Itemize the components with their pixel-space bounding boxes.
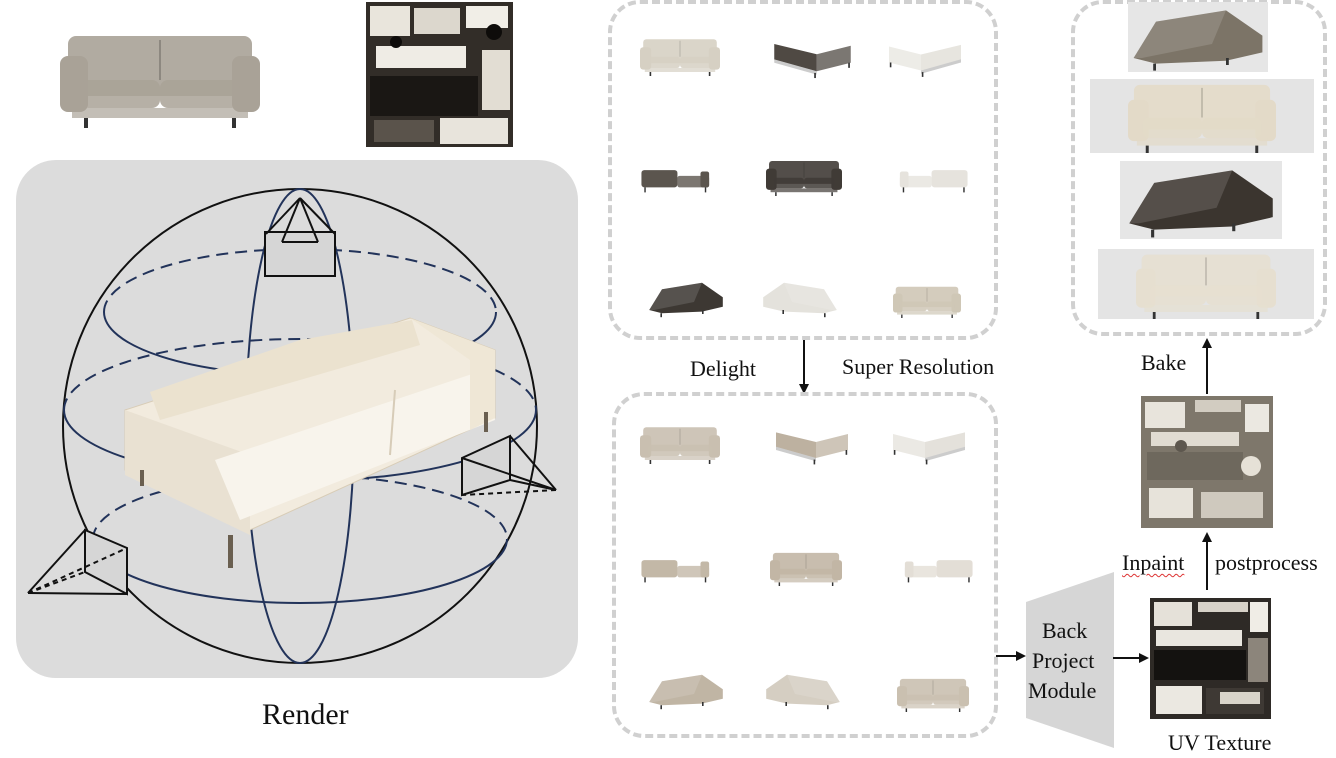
raw-multiview-panel [608, 0, 998, 340]
view-angled-white-2 [889, 424, 969, 468]
view-front-dark [754, 158, 854, 196]
uv-texture-label: UV Texture [1168, 730, 1272, 755]
baked-view-front-cream-2 [1098, 249, 1314, 319]
camera-right-icon [461, 434, 557, 497]
view-angled-beige [772, 424, 852, 468]
arrow-delight-down [799, 340, 809, 394]
back-project-label-line3: Module [1028, 678, 1097, 703]
view-angled-white [885, 36, 965, 81]
arrow-inpaint-up [1202, 532, 1212, 590]
baked-view-front-cream [1090, 79, 1314, 153]
input-uv-texture [366, 2, 513, 147]
view-angled-dark [770, 36, 855, 81]
back-project-module-shape [1026, 572, 1114, 748]
view-side-dark [636, 160, 716, 196]
render-sofa [124, 317, 496, 568]
baked-view-under-dark [1120, 161, 1282, 239]
delight-label: Delight [690, 356, 756, 381]
render-label: Render [262, 698, 349, 731]
back-project-label-line1: Back [1042, 618, 1088, 643]
input-sofa-image [18, 28, 302, 128]
view-side-white-2 [898, 550, 978, 586]
bake-label: Bake [1141, 350, 1187, 375]
arrow-to-back-project [996, 651, 1026, 661]
camera-left-icon [27, 528, 128, 596]
inpainted-uv-texture [1141, 396, 1273, 528]
delit-multiview-panel [612, 392, 998, 738]
view-under-beige-2 [763, 668, 843, 712]
view-front-beige [630, 424, 730, 464]
arrow-bake-up [1202, 338, 1212, 394]
arrow-to-uv-texture [1113, 653, 1149, 663]
baked-view-under-tan [1128, 2, 1268, 72]
super-resolution-label: Super Resolution [842, 354, 995, 379]
view-side-white [893, 160, 973, 196]
view-front-light [630, 36, 730, 76]
camera-top-icon [264, 197, 336, 277]
postprocess-label: postprocess [1215, 550, 1318, 575]
view-front-light-2 [877, 284, 977, 318]
uv-texture-image [1150, 598, 1271, 719]
view-under-dark [646, 276, 726, 320]
view-under-white [760, 276, 840, 320]
render-sphere-diagram [27, 188, 557, 664]
view-front-beige-3 [882, 676, 984, 712]
inpaint-label: Inpaint [1122, 550, 1185, 575]
view-side-beige [636, 550, 716, 586]
view-front-beige-2 [756, 550, 856, 586]
view-under-beige [646, 668, 726, 712]
back-project-label-line2: Project [1032, 648, 1095, 673]
